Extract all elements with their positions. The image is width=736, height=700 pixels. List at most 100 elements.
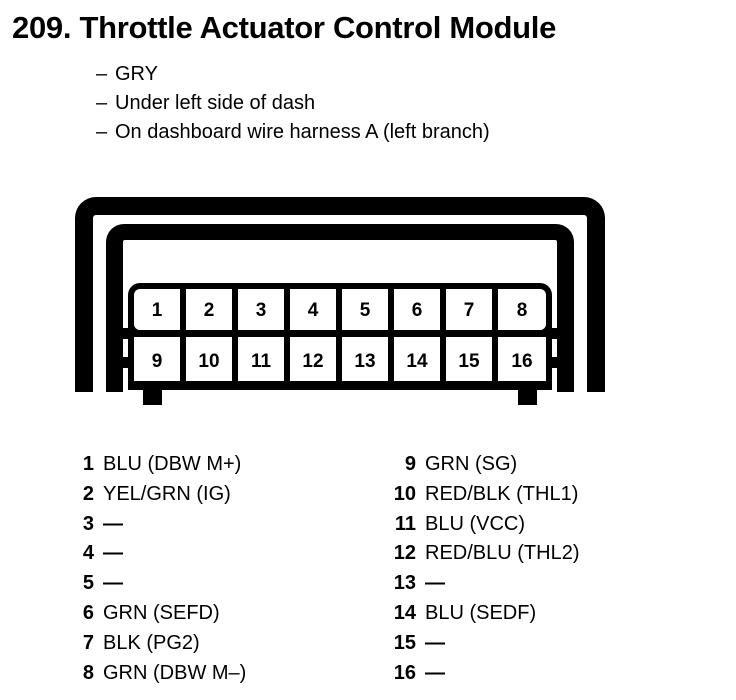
pin-number-9: 9 xyxy=(152,351,163,372)
pin-legend-number: 10 xyxy=(393,482,416,505)
pin-number-13: 13 xyxy=(354,351,375,372)
pin-legend-number: 2 xyxy=(82,482,94,505)
pin-cavity-5[interactable] xyxy=(342,289,388,330)
attribute-list: – GRY – Under left side of dash – On das… xyxy=(96,60,656,147)
attribute-text: GRY xyxy=(115,63,158,85)
pin-legend-number: 12 xyxy=(393,542,416,565)
pin-cavity-14[interactable] xyxy=(394,337,440,381)
pin-legend-label: BLK (PG2) xyxy=(103,631,200,654)
pin-legend-label: — xyxy=(425,661,445,684)
pin-number-15: 15 xyxy=(458,351,480,372)
pin-cavity-1-squarefix xyxy=(160,289,180,330)
pin-legend-row: 3 — xyxy=(68,510,246,540)
pin-number-16: 16 xyxy=(511,351,532,372)
pin-legend-row: 2 YEL/GRN (IG) xyxy=(68,480,246,510)
pin-legend-number: 6 xyxy=(82,601,94,624)
connector-left-latch-tab xyxy=(106,328,130,339)
attribute-item: – Under left side of dash xyxy=(96,89,656,118)
pin-legend-number: 16 xyxy=(393,661,416,684)
pin-legend-number: 11 xyxy=(394,512,416,535)
bullet-dash-icon: – xyxy=(96,92,108,114)
pin-cavity-8-squarefix xyxy=(498,289,518,330)
pin-legend-number: 1 xyxy=(82,453,94,475)
pin-legend-label: — xyxy=(425,631,445,654)
pin-number-6: 6 xyxy=(412,300,423,321)
pin-legend-row: 5 — xyxy=(68,569,246,599)
pin-number-10: 10 xyxy=(198,351,219,372)
pin-legend-label: — xyxy=(103,542,123,565)
attribute-text: On dashboard wire harness A (left branch… xyxy=(115,121,490,143)
pin-legend-number: 5 xyxy=(82,572,94,595)
bullet-dash-icon: – xyxy=(96,121,108,143)
pin-number-3: 3 xyxy=(256,300,267,321)
pin-cavity-12[interactable] xyxy=(290,337,336,381)
pin-legend-number: 4 xyxy=(82,542,94,565)
pin-legend-row: 6 GRN (SEFD) xyxy=(68,599,246,629)
pin-legend-row: 1 BLU (DBW M+) xyxy=(68,450,246,480)
pin-row-top xyxy=(134,289,546,330)
pin-legend-label: — xyxy=(103,572,123,595)
pin-legend-number: 13 xyxy=(393,572,416,595)
pin-legend-column-left: 1 BLU (DBW M+) 2 YEL/GRN (IG) 3 — 4 — 5 … xyxy=(68,450,246,688)
pin-legend-row: 14 BLU (SEDF) xyxy=(390,599,579,629)
pin-number-11: 11 xyxy=(251,351,272,372)
pin-cavity-9[interactable] xyxy=(134,337,180,381)
pin-number-12: 12 xyxy=(302,351,323,372)
connector-svg: 1 2 3 4 5 6 7 8 9 10 11 12 13 14 15 16 xyxy=(75,197,605,405)
pin-legend-label: YEL/GRN (IG) xyxy=(103,482,231,505)
connector-diagram: 1 2 3 4 5 6 7 8 9 10 11 12 13 14 15 16 xyxy=(60,185,620,420)
pin-cavity-2[interactable] xyxy=(186,289,232,330)
pin-legend-row: 13 — xyxy=(390,569,579,599)
pin-legend: 1 BLU (DBW M+) 2 YEL/GRN (IG) 3 — 4 — 5 … xyxy=(0,450,736,690)
attribute-text: Under left side of dash xyxy=(115,92,316,114)
pin-number-1: 1 xyxy=(152,300,163,321)
pin-legend-row: 16 — xyxy=(390,659,579,689)
pin-legend-label: BLU (VCC) xyxy=(425,512,526,535)
pin-legend-row: 11 BLU (VCC) xyxy=(390,510,579,540)
pin-legend-label: — xyxy=(425,572,445,595)
pin-cavity-10[interactable] xyxy=(186,337,232,381)
pin-number-labels-top: 1 2 3 4 5 6 7 8 xyxy=(152,300,528,321)
pin-number-2: 2 xyxy=(204,300,215,321)
pin-cavity-3[interactable] xyxy=(238,289,284,330)
attribute-item: – On dashboard wire harness A (left bran… xyxy=(96,118,656,147)
pin-legend-number: 9 xyxy=(404,453,416,475)
pin-legend-number: 3 xyxy=(82,512,94,535)
attribute-item: – GRY xyxy=(96,60,656,89)
pin-legend-label: BLU (DBW M+) xyxy=(103,453,242,475)
pin-legend-row: 10 RED/BLK (THL1) xyxy=(390,480,579,510)
connector-left-latch-tab-lower xyxy=(106,357,130,368)
pin-legend-number: 15 xyxy=(393,631,416,654)
pin-legend-label: RED/BLU (THL2) xyxy=(425,542,580,565)
pin-number-labels-bottom: 9 10 11 12 13 14 15 16 xyxy=(152,351,533,372)
pin-legend-row: 8 GRN (DBW M–) xyxy=(68,659,246,689)
pin-cavity-6[interactable] xyxy=(394,289,440,330)
pin-cavity-11[interactable] xyxy=(238,337,284,381)
pin-cavity-15[interactable] xyxy=(446,337,492,381)
pin-cavity-13[interactable] xyxy=(342,337,388,381)
pin-legend-row: 9 GRN (SG) xyxy=(390,450,579,480)
connector-right-latch-tab-lower xyxy=(550,357,574,368)
pin-legend-row: 4 — xyxy=(68,539,246,569)
pin-legend-label: — xyxy=(103,512,123,535)
pin-legend-number: 14 xyxy=(393,601,416,624)
connector-right-latch-tab xyxy=(550,328,574,339)
pin-cavity-7[interactable] xyxy=(446,289,492,330)
pin-number-7: 7 xyxy=(464,300,475,321)
pin-cavity-4[interactable] xyxy=(290,289,336,330)
pin-legend-label: GRN (SEFD) xyxy=(103,601,220,624)
pin-legend-row: 7 BLK (PG2) xyxy=(68,629,246,659)
pin-legend-label: BLU (SEDF) xyxy=(425,601,537,624)
pin-number-5: 5 xyxy=(360,300,371,321)
pin-legend-row: 15 — xyxy=(390,629,579,659)
pin-number-8: 8 xyxy=(517,300,528,321)
pin-row-bottom xyxy=(134,337,546,381)
bullet-dash-icon: – xyxy=(96,63,108,85)
pin-number-4: 4 xyxy=(308,300,319,321)
page-title: 209. Throttle Actuator Control Module xyxy=(12,10,557,45)
pin-cavity-16[interactable] xyxy=(498,337,546,381)
pin-legend-number: 8 xyxy=(82,661,94,684)
pin-legend-row: 12 RED/BLU (THL2) xyxy=(390,539,580,569)
pin-legend-label: GRN (DBW M–) xyxy=(103,661,247,684)
pin-legend-label: GRN (SG) xyxy=(425,453,518,475)
